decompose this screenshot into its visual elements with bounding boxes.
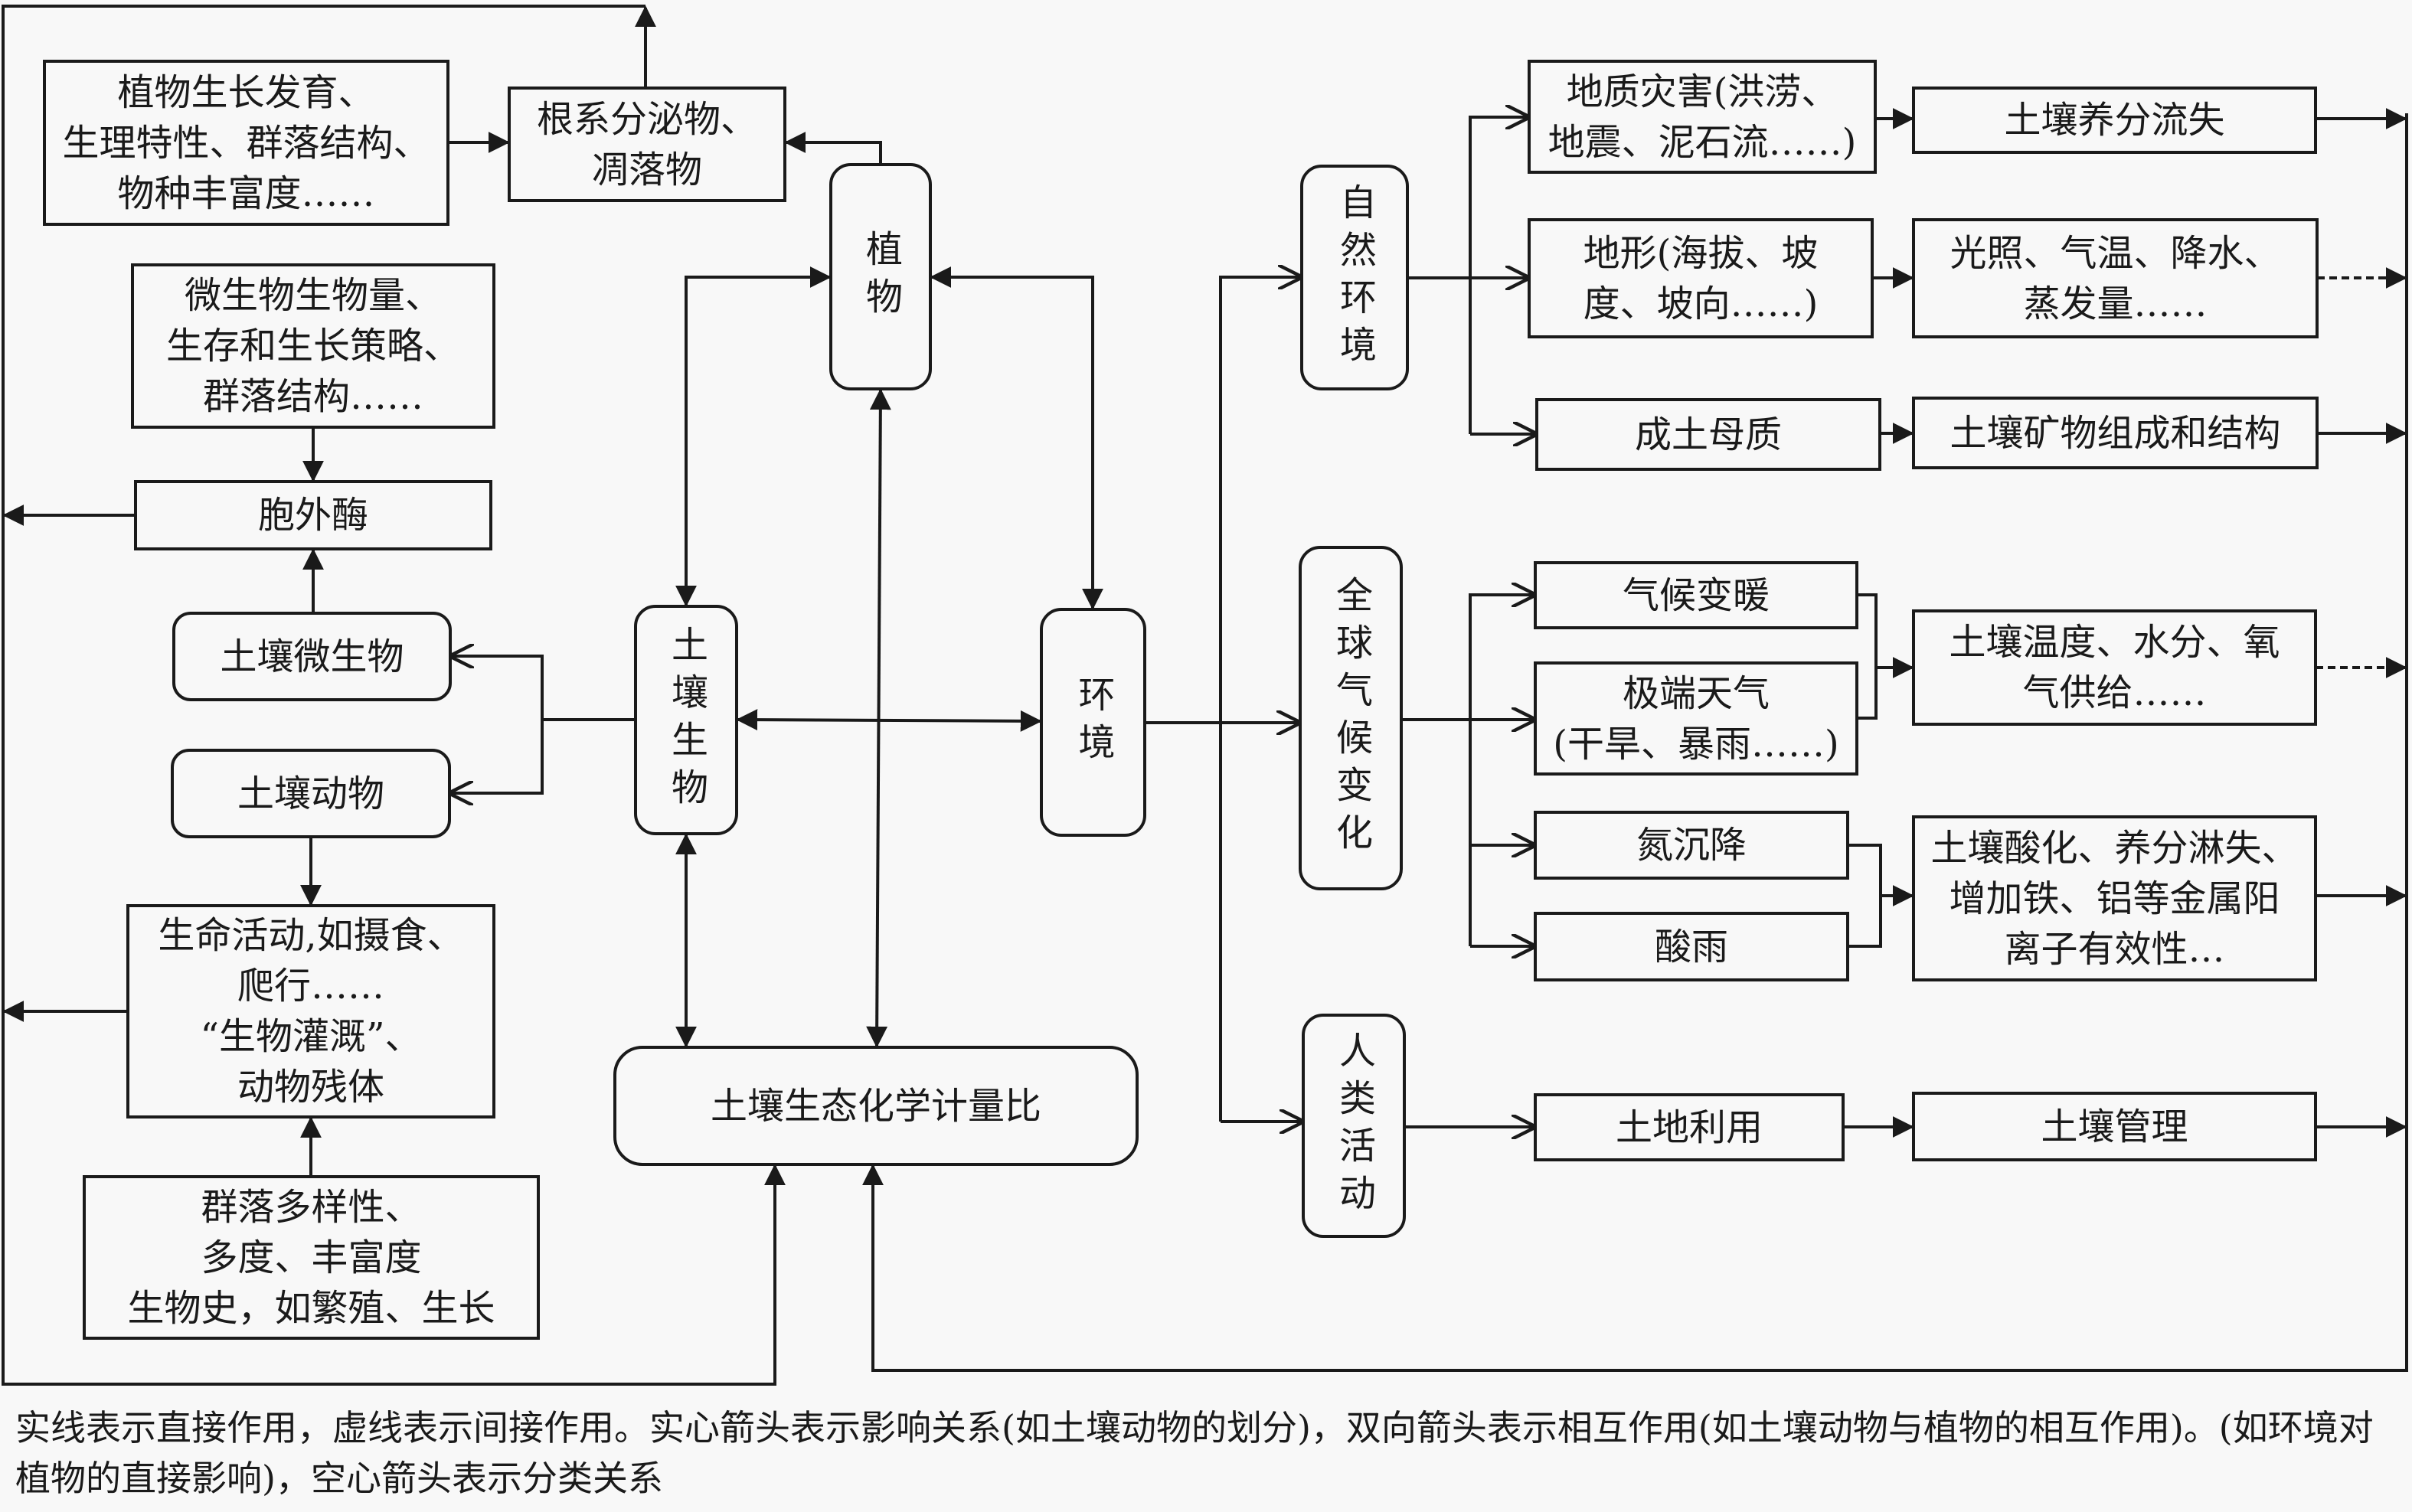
node-acidification	[1912, 815, 2317, 981]
node-soil-conditions	[1912, 609, 2317, 726]
node-microbe-biomass	[131, 263, 495, 429]
edge-natural-to-hazards	[1469, 117, 1528, 434]
edge-warming-extreme-join	[1857, 593, 1878, 720]
label-parent-material: 成土母质	[1634, 413, 1782, 456]
label-soil-mineral: 土壤矿物组成和结构	[1950, 411, 2281, 455]
node-acid-rain	[1534, 912, 1849, 981]
edge-outer-left-loop	[2, 5, 645, 1386]
label-warming: 气候变暖	[1622, 573, 1770, 617]
edge-left-loop-bottom	[3, 1164, 786, 1386]
label-microbe-biomass: 微生物生物量、 生存和生长策略、 群落结构……	[165, 274, 460, 418]
label-plant-growth: 植物生长发育、 生理特性、群落结构、 物种丰富度……	[62, 70, 430, 215]
node-community-diversity	[83, 1175, 540, 1340]
label-life-activities: 生命活动,如摄食、 爬行…… “生物灌溉”、 动物残体	[158, 914, 464, 1109]
node-plant-growth	[43, 60, 449, 226]
label-extreme-weather: 极端天气 (干旱、暴雨……)	[1553, 671, 1839, 766]
edge-soil-organisms-plant	[675, 266, 832, 607]
label-geological-hazards: 地质灾害(洪涝、 地震、泥石流……)	[1548, 70, 1857, 164]
edge-right-loop	[862, 113, 2408, 1372]
label-community-diversity: 群落多样性、 多度、丰富度 生物史，如繁殖、生长	[127, 1185, 495, 1330]
label-topography: 地形(海拔、坡 度、坡向……)	[1583, 231, 1819, 325]
edge-plant-to-root-exudates	[784, 132, 882, 165]
label-nutrient-loss: 土壤养分流失	[2004, 99, 2225, 142]
label-global-climate-change: 全球气候变化	[1329, 576, 1372, 861]
edge-env-to-natural	[1219, 277, 1300, 1122]
node-topography	[1528, 218, 1874, 338]
label-plant: 植物	[859, 229, 902, 325]
label-human-activities: 人类活动	[1332, 1030, 1375, 1221]
label-acidification: 土壤酸化、养分淋失、 增加铁、铝等金属阳 离子有效性…	[1930, 826, 2299, 971]
node-root-exudates	[508, 87, 786, 202]
label-soil-management: 土壤管理	[2041, 1105, 2188, 1148]
label-acid-rain: 酸雨	[1654, 925, 1728, 968]
node-climate-factors	[1912, 218, 2319, 338]
label-soil-organisms: 土壤生物	[665, 625, 708, 815]
label-nitrogen-deposition: 氮沉降	[1636, 824, 1747, 867]
edge-plant-stoichiometry	[866, 388, 891, 1048]
node-nutrient-loss	[1912, 87, 2317, 154]
label-root-exudates: 根系分泌物、 凋落物	[536, 97, 757, 191]
label-natural-environment: 自然环境	[1333, 182, 1376, 373]
figure-caption: 实线表示直接作用，虚线表示间接作用。实心箭头表示影响关系(如土壤动物的划分)，双…	[15, 1407, 2374, 1499]
label-soil-microbes: 土壤微生物	[220, 635, 404, 678]
label-climate-factors: 光照、气温、降水、 蒸发量……	[1950, 231, 2281, 325]
edge-plant-environment	[930, 266, 1103, 610]
label-land-use: 土地利用	[1615, 1105, 1763, 1149]
edge-climate-to-warming	[1469, 595, 1534, 946]
label-environment: 环境	[1071, 674, 1115, 770]
label-soil-animals: 土壤动物	[237, 772, 384, 815]
edge-soil-organisms-environment	[736, 709, 1042, 732]
node-warming	[1534, 561, 1858, 629]
label-soil-stoichiometry: 土壤生态化学计量比	[710, 1084, 1041, 1128]
node-extreme-weather	[1534, 661, 1858, 776]
label-extracellular-enzyme: 胞外酶	[257, 494, 368, 537]
edge-soil-organisms-to-microbes	[452, 656, 544, 720]
edge-nitrogen-acid-join	[1848, 844, 1882, 948]
label-soil-conditions: 土壤温度、水分、氧 气供给……	[1949, 621, 2280, 714]
edge-soil-organisms-to-animals	[451, 720, 544, 793]
